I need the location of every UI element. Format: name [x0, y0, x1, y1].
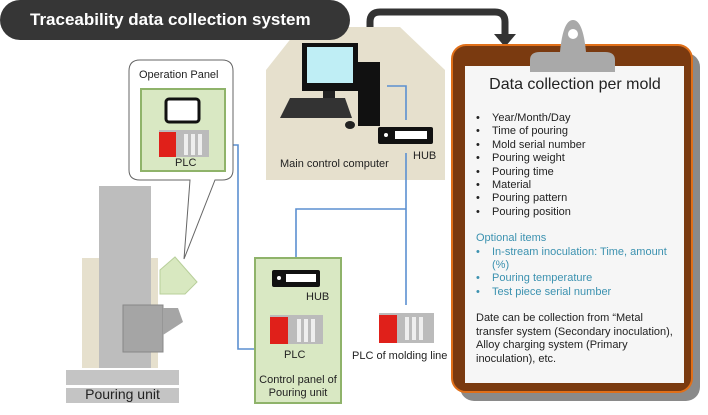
- operation-panel-callout: [128, 59, 234, 260]
- data-items-list: Year/Month/Day Time of pouring Mold seri…: [476, 112, 676, 220]
- data-item: Pouring time: [476, 166, 676, 180]
- pouring-unit-machine: [66, 186, 198, 403]
- operation-panel-plc-label: PLC: [175, 157, 197, 169]
- molding-line-plc-label: PLC of molding line: [352, 350, 448, 362]
- page-title: Traceability data collection system: [0, 0, 350, 40]
- control-panel-label: Control panel of Pouring unit: [255, 374, 341, 400]
- hub-icon-main: [378, 127, 433, 144]
- data-item: Pouring position: [476, 206, 676, 220]
- data-item: Time of pouring: [476, 125, 676, 139]
- data-item: Material: [476, 179, 676, 193]
- touch-panel-icon: [164, 97, 201, 124]
- control-panel-hub-label: HUB: [306, 291, 330, 303]
- main-hub-label: HUB: [413, 150, 437, 162]
- plc-icon-molding-line: [379, 313, 434, 343]
- data-item: Mold serial number: [476, 139, 676, 153]
- control-panel-label-line1: Control panel of: [259, 374, 337, 386]
- control-panel-label-line2: Pouring unit: [268, 387, 328, 399]
- computer-icon: [280, 43, 380, 129]
- optional-item: In-stream inoculation: Time, amount (%): [476, 246, 676, 273]
- plc-icon-operation-panel: [159, 130, 209, 157]
- data-item: Pouring weight: [476, 152, 676, 166]
- data-item: Pouring pattern: [476, 192, 676, 206]
- clip-icon: [530, 20, 615, 72]
- optional-item: Test piece serial number: [476, 286, 676, 300]
- optional-heading: Optional items: [476, 232, 547, 245]
- title-text: Traceability data collection system: [30, 10, 311, 29]
- data-item: Year/Month/Day: [476, 112, 676, 126]
- control-panel-plc-label: PLC: [284, 349, 306, 361]
- pouring-unit-label: Pouring unit: [85, 386, 160, 402]
- optional-items-list: In-stream inoculation: Time, amount (%) …: [476, 246, 676, 300]
- hub-icon-control-panel: [272, 270, 320, 287]
- data-flow-arrow: [366, 8, 516, 58]
- clipboard-title: Data collection per mold: [489, 76, 661, 93]
- clipboard-content: Year/Month/Day Time of pouring Mold seri…: [476, 112, 676, 366]
- clipboard-note: Date can be collection from “Metal trans…: [476, 312, 673, 365]
- operation-panel-label: Operation Panel: [139, 69, 219, 81]
- main-computer-label: Main control computer: [280, 158, 389, 170]
- optional-item: Pouring temperature: [476, 272, 676, 286]
- plc-icon-control-panel: [270, 315, 323, 344]
